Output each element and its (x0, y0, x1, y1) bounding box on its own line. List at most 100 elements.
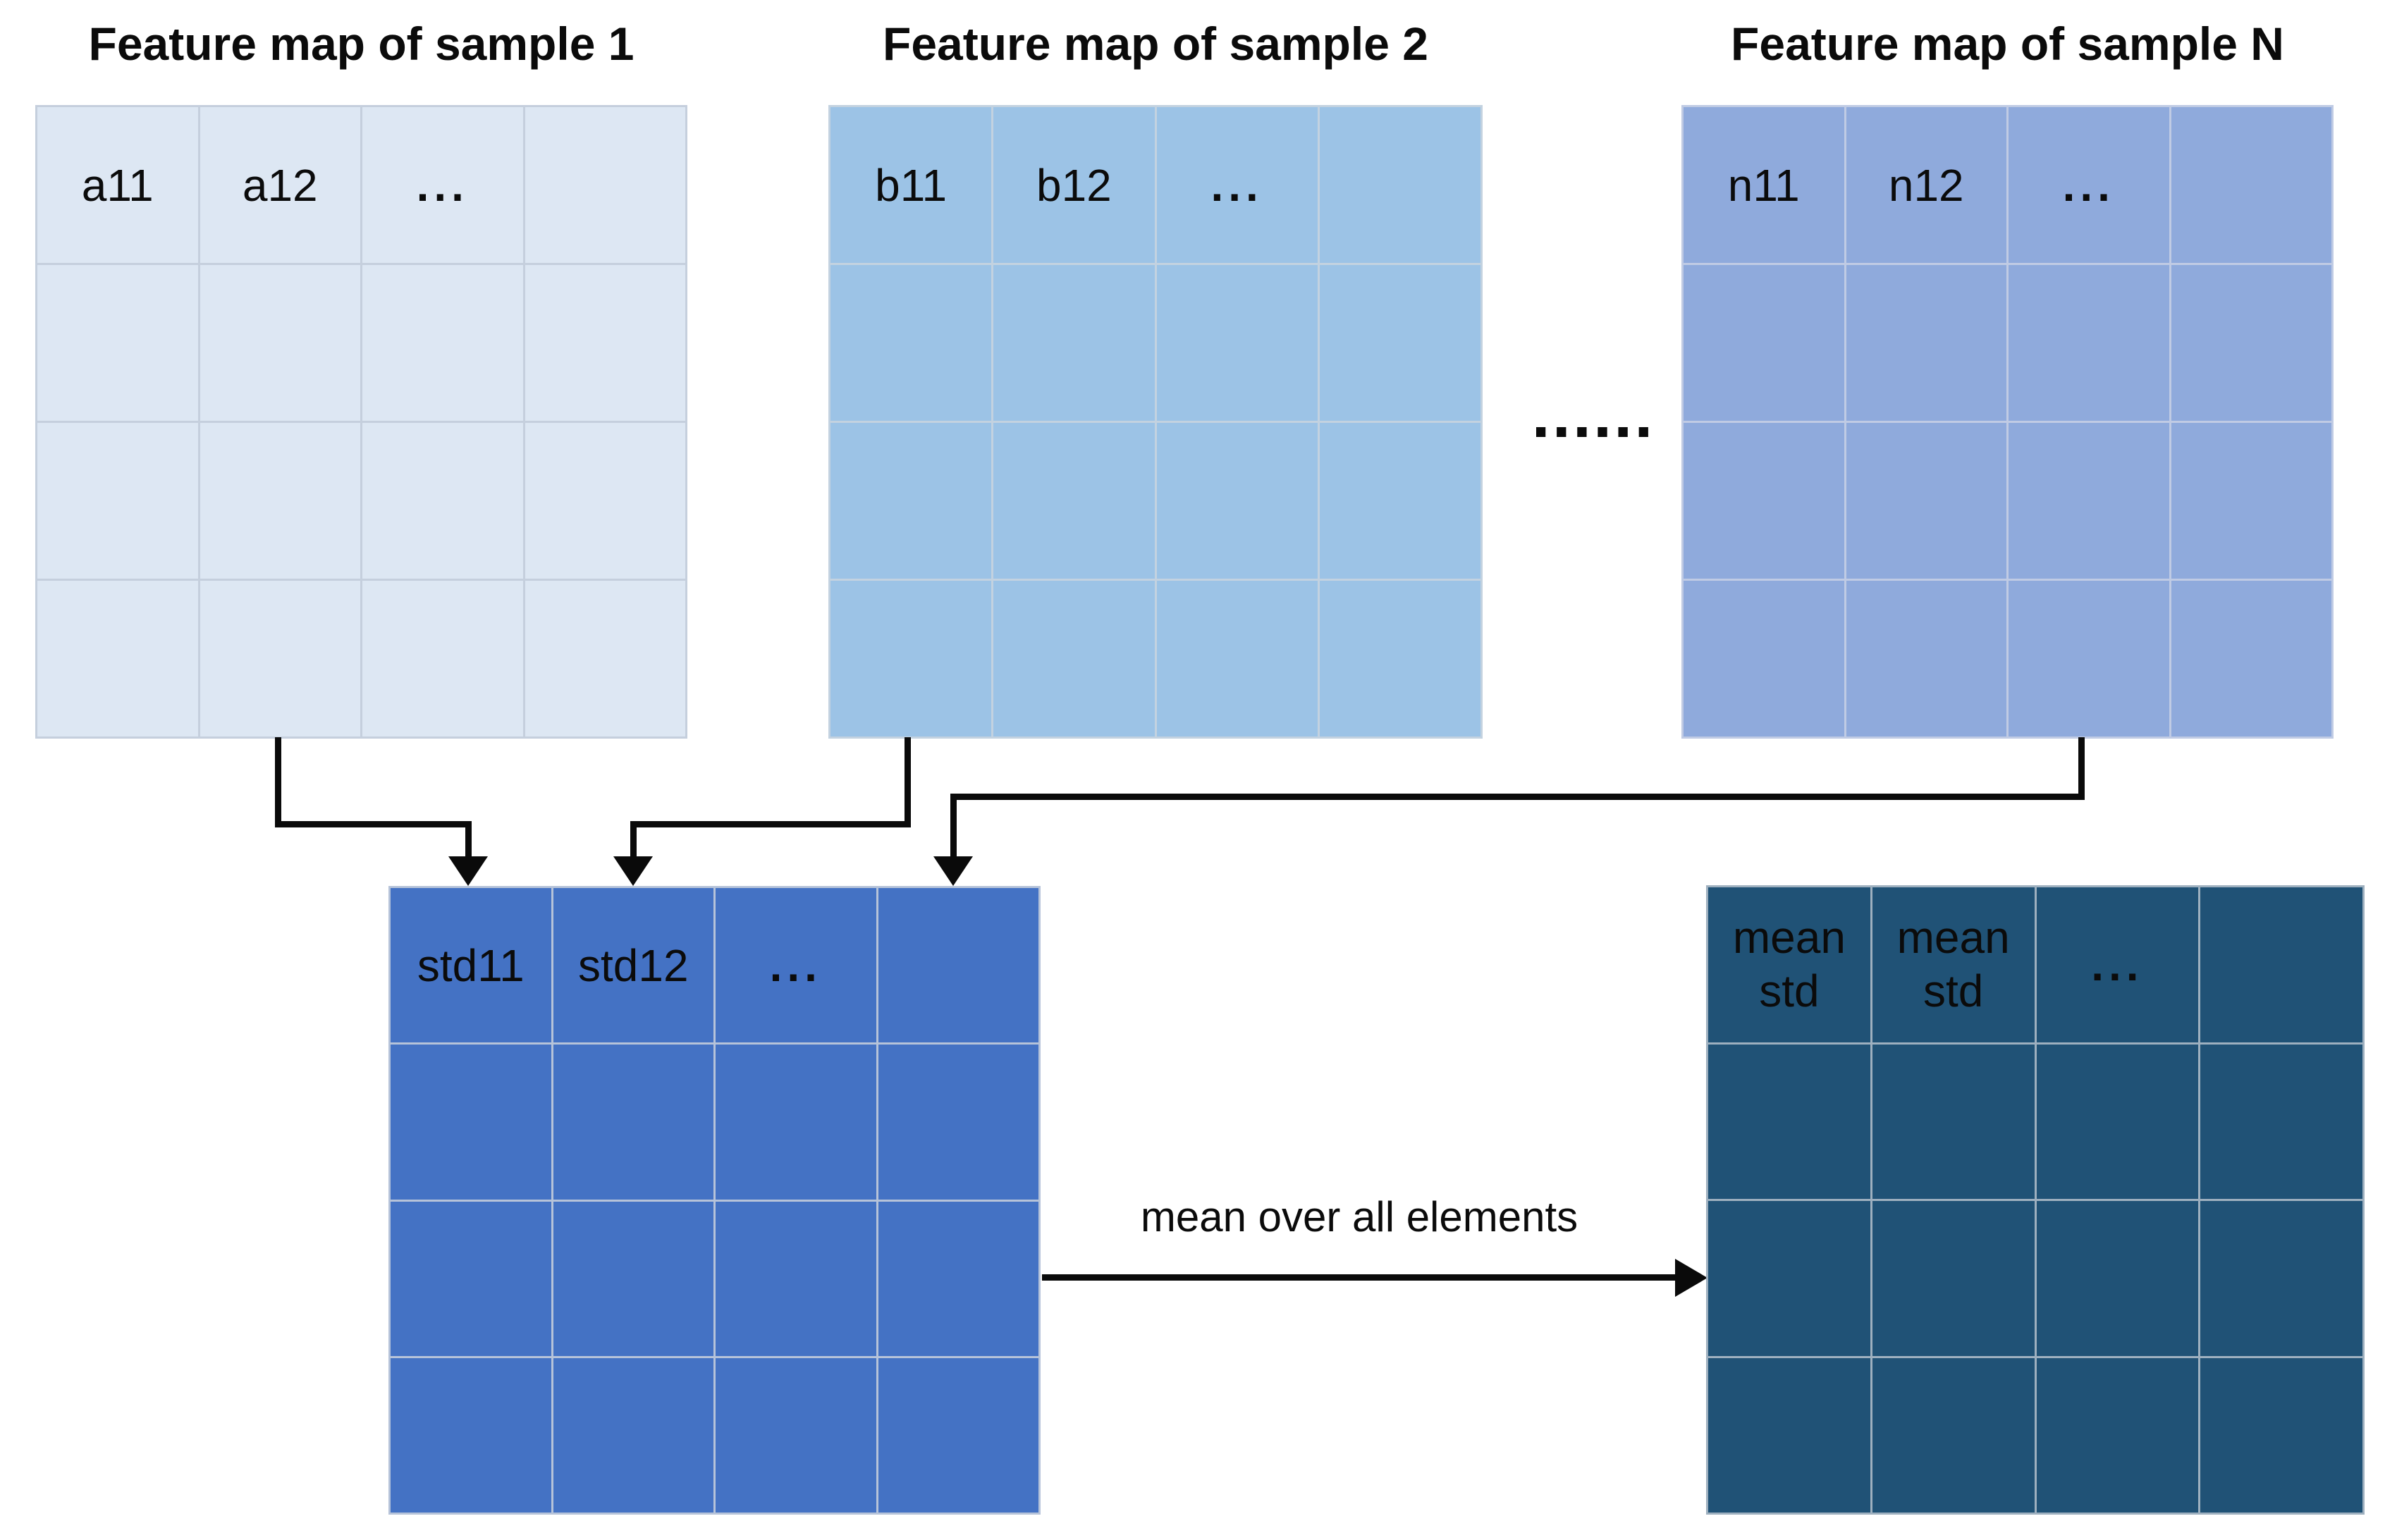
grid-cell (993, 423, 1155, 579)
grid-cell (1319, 581, 1480, 737)
grid-cell (2200, 1357, 2362, 1513)
cell-ellipsis: ... (716, 888, 876, 1043)
grid-cell (2036, 1044, 2199, 1199)
grid-cell (830, 423, 992, 579)
grid-cell (2171, 581, 2331, 737)
mean-std-map-grid: mean std mean std ... (1706, 885, 2365, 1515)
feature-map-sample-1-grid: a11 a12 ... (35, 105, 687, 739)
grid-cell (716, 1357, 876, 1513)
grid-cell (830, 265, 992, 421)
arrow-segment (1042, 1274, 1676, 1281)
grid-cell (1846, 423, 2006, 579)
grid-cell (2171, 265, 2331, 421)
arrow-segment (630, 821, 637, 860)
grid-cell (878, 1045, 1038, 1200)
grid-cell (525, 265, 685, 421)
cell-std12: std12 (553, 888, 713, 1043)
grid-cell (525, 581, 685, 737)
grid-cell (1156, 423, 1318, 579)
grid-cell (391, 1045, 551, 1200)
grid-cell (1684, 423, 1844, 579)
arrow-segment (465, 821, 472, 860)
arrowhead-right-icon (1675, 1259, 1707, 1297)
grid-cell (37, 581, 198, 737)
grid-cell (1872, 1044, 2035, 1199)
cell-ellipsis: ... (2036, 887, 2199, 1042)
grid-cell (878, 1201, 1038, 1356)
grid-cell (1708, 1357, 1870, 1513)
grid-cell (553, 1201, 713, 1356)
grid-cell (362, 581, 523, 737)
arrow-segment (2078, 737, 2085, 800)
grid-cell (1684, 265, 1844, 421)
arrow-segment (275, 821, 472, 827)
grid-cell (1708, 1201, 1870, 1356)
grid-cell (1156, 581, 1318, 737)
arrow-segment (275, 737, 281, 827)
grid-cell (1872, 1357, 2035, 1513)
arrowhead-down-icon (933, 856, 973, 886)
grid-cell (553, 1357, 713, 1513)
cell-b12: b12 (993, 107, 1155, 263)
arrowhead-down-icon (613, 856, 653, 886)
grid-cell (1708, 1044, 1870, 1199)
cell-b11: b11 (830, 107, 992, 263)
grid-cell (391, 1357, 551, 1513)
arrow-segment (630, 821, 911, 827)
grid-cell (1319, 423, 1480, 579)
title-sample-n: Feature map of sample N (1731, 18, 2284, 70)
std-map-grid: std11 std12 ... (388, 886, 1041, 1515)
title-sample-1: Feature map of sample 1 (88, 18, 634, 70)
feature-map-sample-2-grid: b11 b12 ... (828, 105, 1483, 739)
arrow-segment (905, 737, 911, 827)
grid-cell (878, 1357, 1038, 1513)
cell-mean-std-2: mean std (1872, 887, 2035, 1042)
cell-a11: a11 (37, 107, 198, 263)
grid-cell (2200, 1044, 2362, 1199)
grid-cell (37, 423, 198, 579)
grid-cell (2009, 581, 2169, 737)
arrow-segment (950, 794, 957, 860)
grid-cell (716, 1201, 876, 1356)
grid-cell (2036, 1201, 2199, 1356)
grid-cell (1846, 581, 2006, 737)
cell-mean-std-1: mean std (1708, 887, 1870, 1042)
cell-n11: n11 (1684, 107, 1844, 263)
cell-ellipsis: ... (2009, 107, 2169, 263)
grid-cell (525, 107, 685, 263)
grid-cell (2009, 265, 2169, 421)
grid-cell (200, 423, 360, 579)
feature-map-sample-n-grid: n11 n12 ... (1681, 105, 2334, 739)
between-maps-ellipsis: ...... (1531, 377, 1655, 451)
grid-cell (553, 1045, 713, 1200)
grid-cell (830, 581, 992, 737)
grid-cell (391, 1201, 551, 1356)
grid-cell (2171, 423, 2331, 579)
grid-cell (1684, 581, 1844, 737)
cell-a12: a12 (200, 107, 360, 263)
grid-cell (2200, 887, 2362, 1042)
mean-arrow-label: mean over all elements (1140, 1193, 1578, 1240)
grid-cell (200, 581, 360, 737)
cell-ellipsis: ... (1156, 107, 1318, 263)
grid-cell (200, 265, 360, 421)
grid-cell (1156, 265, 1318, 421)
grid-cell (2009, 423, 2169, 579)
grid-cell (37, 265, 198, 421)
grid-cell (362, 265, 523, 421)
cell-std11: std11 (391, 888, 551, 1043)
grid-cell (2171, 107, 2331, 263)
grid-cell (525, 423, 685, 579)
grid-cell (362, 423, 523, 579)
arrowhead-down-icon (448, 856, 488, 886)
arrow-segment (950, 794, 2085, 800)
cell-n12: n12 (1846, 107, 2006, 263)
grid-cell (878, 888, 1038, 1043)
grid-cell (716, 1045, 876, 1200)
grid-cell (1319, 265, 1480, 421)
grid-cell (2200, 1201, 2362, 1356)
grid-cell (2036, 1357, 2199, 1513)
grid-cell (1872, 1201, 2035, 1356)
grid-cell (993, 265, 1155, 421)
